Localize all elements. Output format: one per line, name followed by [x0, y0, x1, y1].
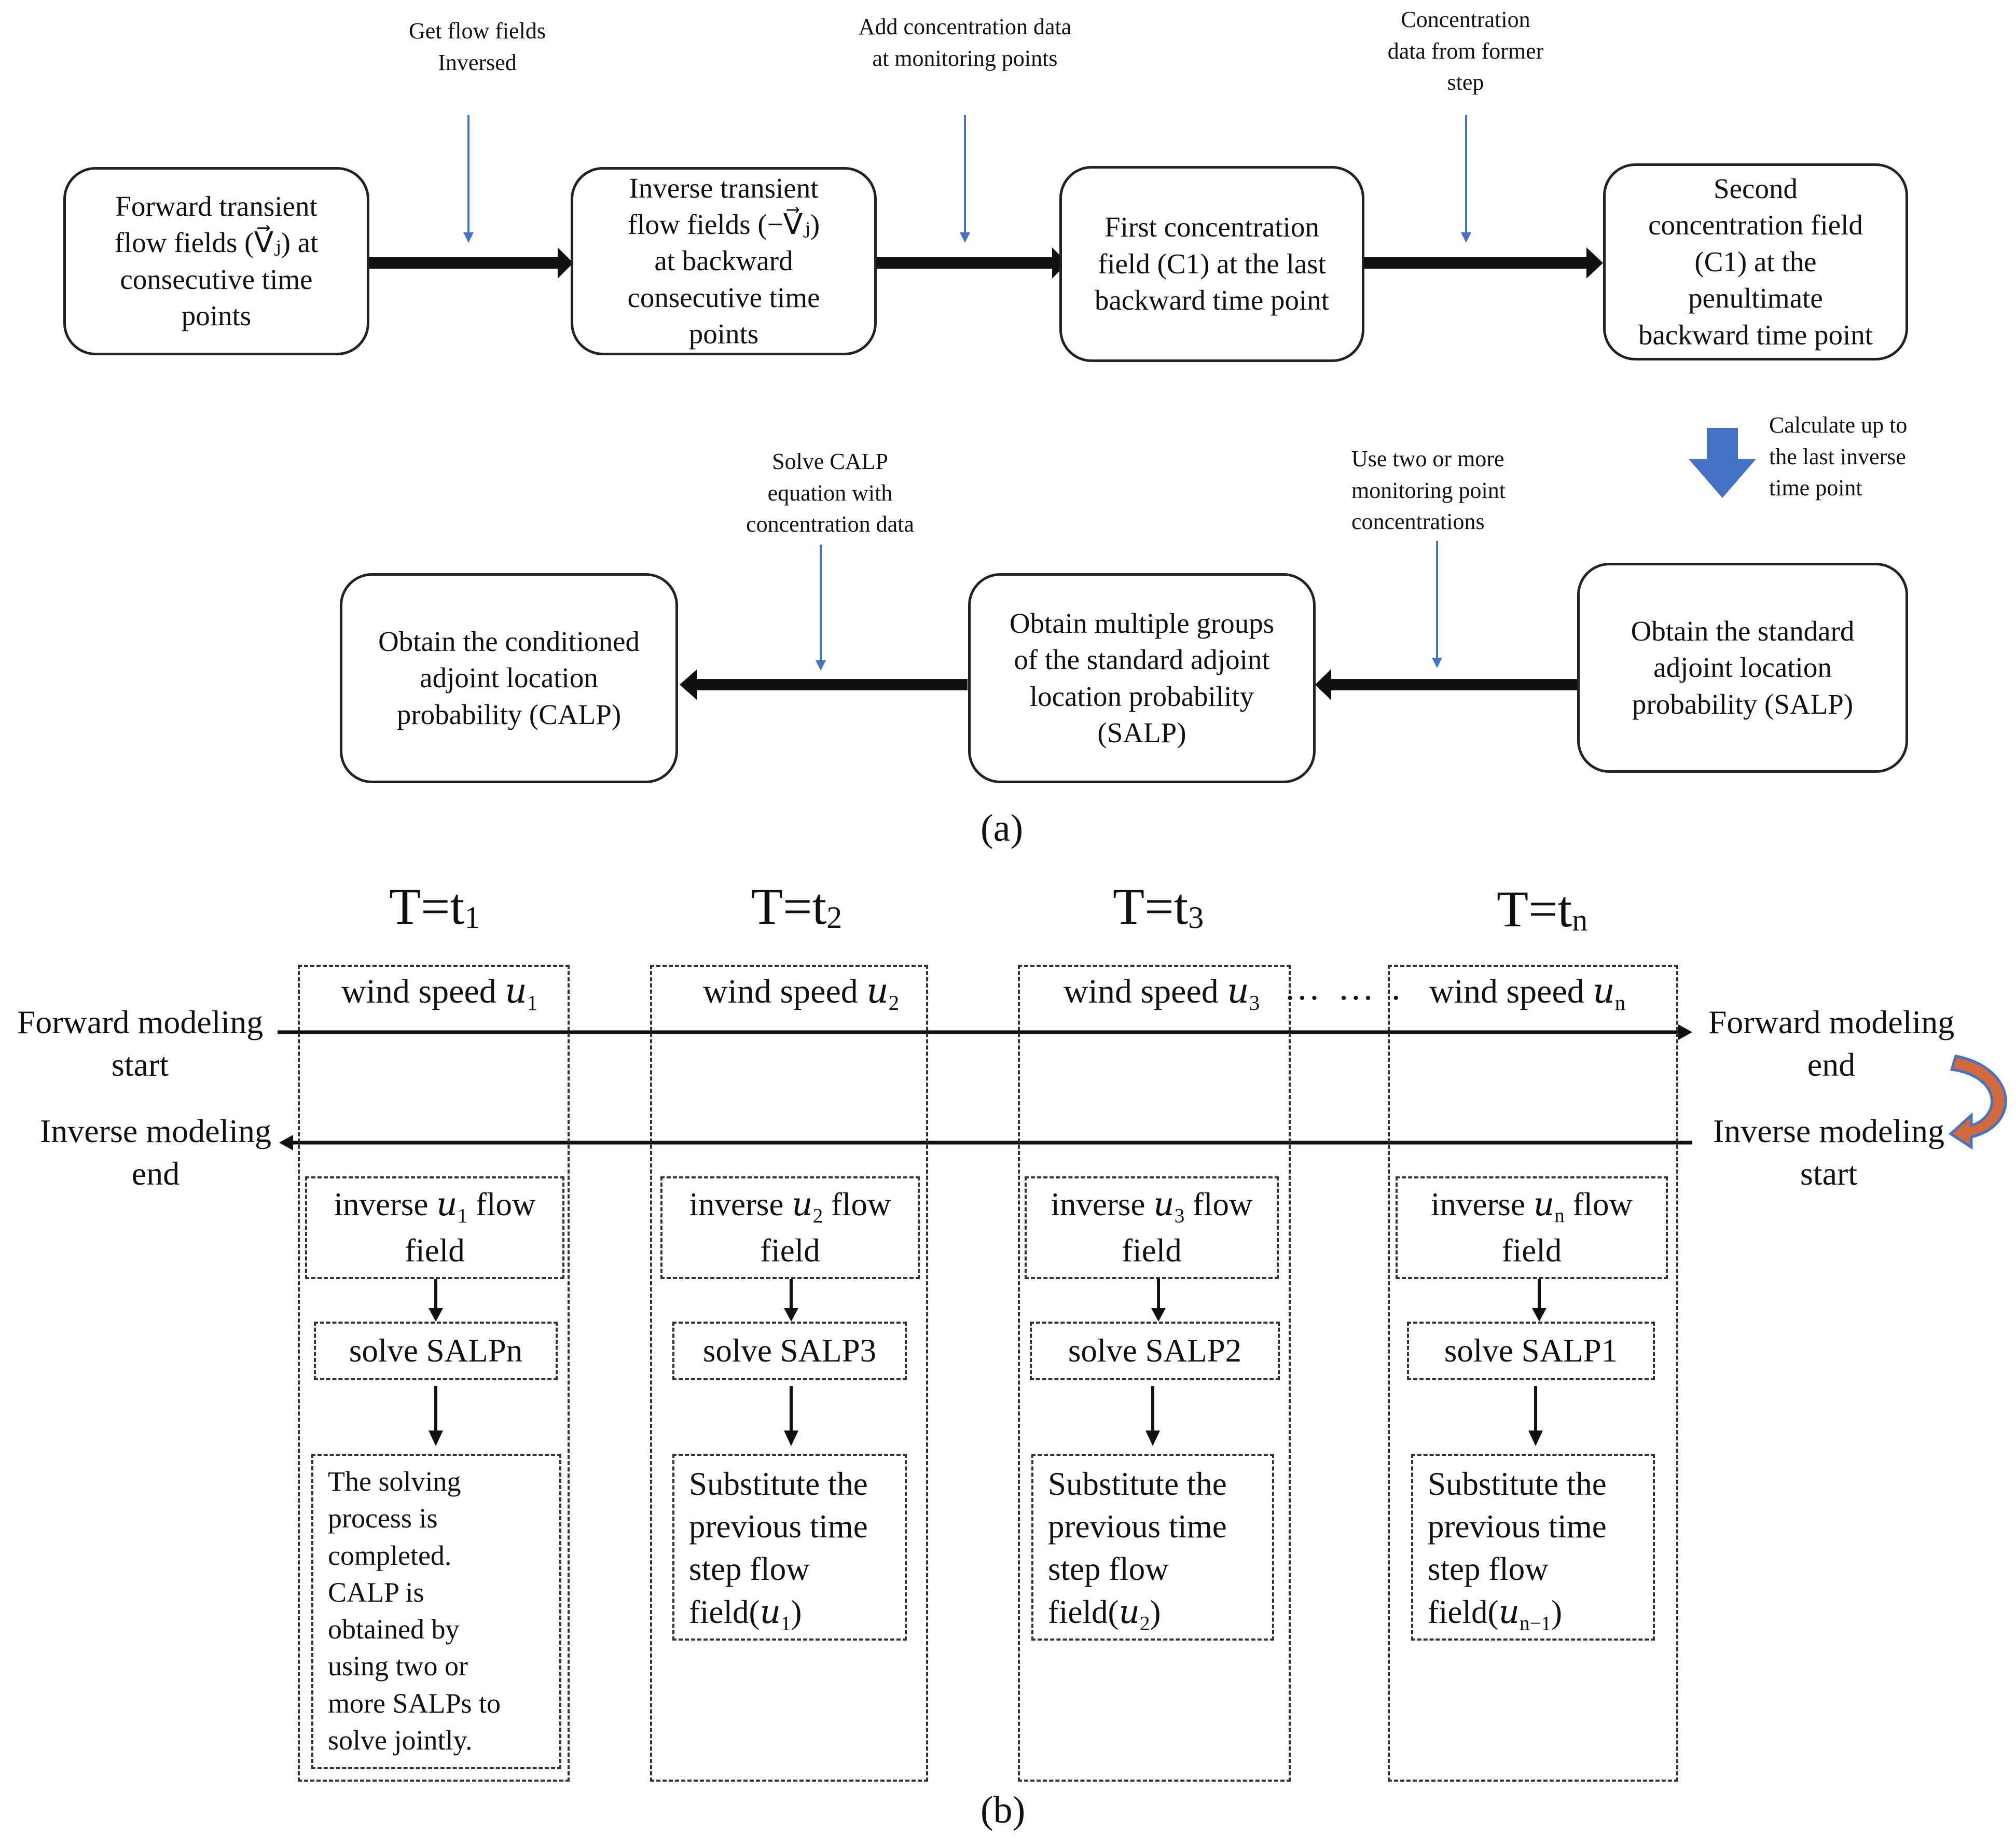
note-arrow-conc-former-head: [1461, 232, 1471, 243]
arrow-salp-to-multi-head: [1315, 669, 1331, 700]
ellipsis: … … .: [1284, 968, 1405, 1008]
substitute-u1-box: Substitute the previous time step flow f…: [672, 1454, 907, 1641]
arrow-inverse-to-first: [876, 257, 1055, 269]
inverse-modeling-end: Inverse modeling end: [39, 1113, 272, 1192]
note-arrows: [463, 115, 1471, 671]
arrow-multi-to-calp-head: [680, 669, 697, 700]
inverse-modeling-line-head: [279, 1135, 293, 1150]
wind-speed-3: wind speed u3: [1064, 971, 1260, 1015]
note-get-flow: Get flow fields Inversed: [409, 18, 546, 75]
note-solve-calp: Solve CALP equation with concentration d…: [746, 449, 914, 537]
solve-salp-n-box: solve SALPn: [314, 1322, 558, 1380]
header-tn: T=tn: [1497, 880, 1588, 938]
wind-speed-1: wind speed u1: [341, 971, 538, 1015]
arrow-first-to-second-head: [1586, 247, 1603, 279]
label-a: (a): [981, 807, 1024, 850]
column-t2: [650, 965, 928, 1782]
box-second-concentration: Second concentration field (C1) at the p…: [1603, 163, 1908, 360]
box-multiple-salp: Obtain multiple groups of the standard a…: [968, 573, 1316, 783]
col3-arrow-a-head: [1151, 1308, 1166, 1322]
col4-arrow-b-head: [1528, 1431, 1543, 1446]
col1-arrow-a-head: [429, 1308, 443, 1322]
header-t3: T=t3: [1113, 878, 1204, 935]
note-arrow-solve-calp-head: [816, 660, 826, 671]
column-arrows: [429, 1279, 1546, 1446]
arrow-salp-to-multi: [1329, 679, 1581, 690]
inverse-un-box: inverse un flow field: [1396, 1176, 1668, 1279]
column-tn: [1388, 965, 1678, 1782]
box-forward-flow-fields: Forward transient flow fields (V⃗ⱼ) at c…: [63, 167, 369, 355]
solve-salp-2-box: solve SALP2: [1030, 1322, 1280, 1380]
completed-box: The solving process is completed. CALP i…: [311, 1454, 561, 1769]
column-t1: [298, 965, 570, 1782]
arrow-multi-to-calp: [695, 679, 968, 690]
note-arrow-use-two-head: [1432, 658, 1442, 668]
col2-arrow-b-head: [784, 1431, 798, 1446]
substitute-u2-box: Substitute the previous time step flow f…: [1031, 1454, 1274, 1641]
thick-arrows: [368, 247, 1603, 700]
note-calc-up: Calculate up to the last inverse time po…: [1769, 412, 1908, 501]
column-t3: [1018, 965, 1291, 1782]
inverse-modeling-start: Inverse modeling start: [1713, 1113, 1945, 1192]
wind-speed-n: wind speed un: [1429, 971, 1626, 1015]
note-arrow-add-conc-head: [960, 232, 970, 243]
col2-arrow-a-head: [784, 1308, 798, 1322]
arrow-first-to-second: [1363, 257, 1589, 269]
forward-modeling-end: Forward modeling end: [1708, 1004, 1955, 1083]
wind-speed-2: wind speed u2: [703, 971, 900, 1015]
note-conc-former: Concentration data from former step: [1387, 7, 1544, 95]
note-arrow-get-flow-head: [463, 232, 474, 243]
box-standard-salp: Obtain the standard adjoint location pro…: [1577, 563, 1908, 773]
inverse-u1-box: inverse u1 flow field: [305, 1176, 564, 1279]
col1-arrow-b-head: [429, 1431, 443, 1446]
forward-modeling-line-head: [1678, 1024, 1692, 1040]
inverse-u3-box: inverse u3 flow field: [1025, 1176, 1279, 1279]
solve-salp-1-box: solve SALP1: [1407, 1322, 1655, 1380]
box-inverse-flow-fields: Inverse transient flow fields (−V⃗ⱼ) at …: [571, 167, 877, 355]
note-use-two: Use two or more monitoring point concent…: [1351, 446, 1506, 535]
solve-salp-3-box: solve SALP3: [672, 1322, 907, 1380]
header-t2: T=t2: [751, 878, 843, 935]
col3-arrow-b-head: [1145, 1431, 1160, 1446]
label-b: (b): [981, 1789, 1026, 1831]
forward-modeling-start: Forward modeling start: [17, 1004, 264, 1083]
arrow-forward-to-inverse-head: [558, 247, 573, 279]
header-t1: T=t1: [389, 878, 480, 935]
curved-turn-arrow: [1948, 1054, 2007, 1150]
note-add-conc: Add concentration data at monitoring poi…: [858, 14, 1072, 71]
substitute-un-box: Substitute the previous time step flow f…: [1411, 1454, 1655, 1641]
box-calp: Obtain the conditioned adjoint location …: [340, 573, 678, 783]
box-first-concentration: First concentration field (C1) at the la…: [1059, 166, 1364, 362]
calculate-down-arrow: [1689, 428, 1756, 498]
col4-arrow-a-head: [1532, 1308, 1546, 1322]
inverse-u2-box: inverse u2 flow field: [660, 1176, 920, 1279]
modeling-lines: [278, 1024, 1692, 1150]
arrow-forward-to-inverse: [368, 257, 560, 269]
